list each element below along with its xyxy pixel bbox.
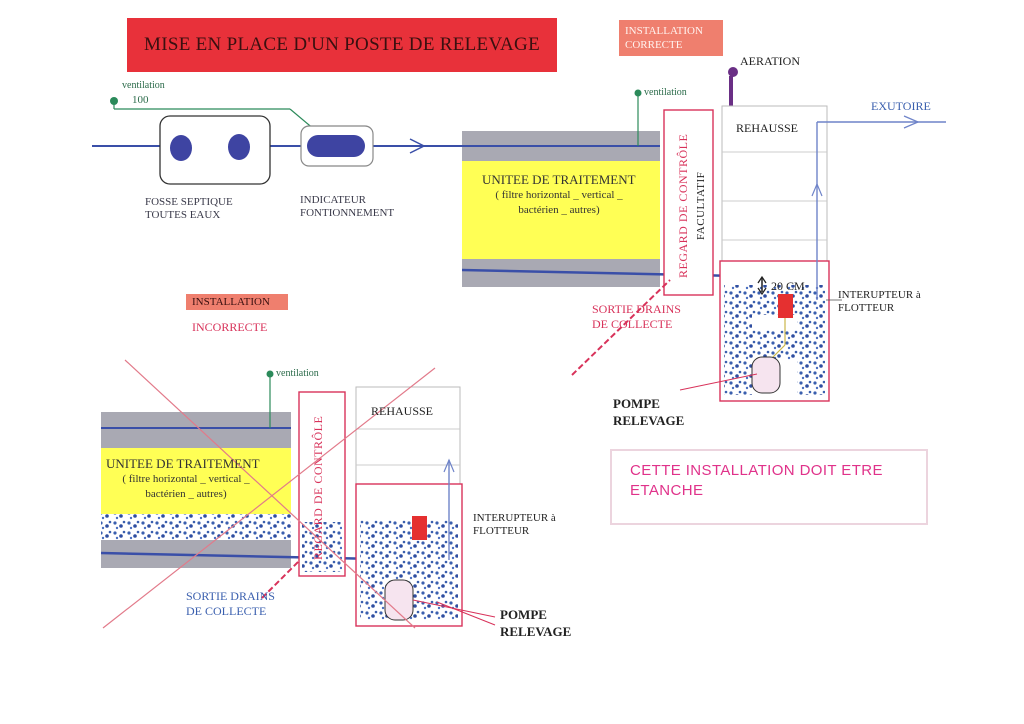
top-filtre-label: ( filtre horizontal _ vertical _ bactéri…	[474, 188, 644, 218]
top-filtre-line1: ( filtre horizontal _ vertical _	[495, 189, 623, 201]
tag-installation-incorrecte: INSTALLATION	[186, 294, 288, 310]
bottom-sortie-line1: SORTIE DRAINS	[186, 589, 275, 603]
bottom-interrupteur-line1: INTERUPTEUR à	[473, 512, 556, 524]
fosse-label: FOSSE SEPTIQUE TOUTES EAUX	[145, 196, 233, 222]
bottom-filtre-label: ( filtre horizontal _ vertical _ bactéri…	[101, 472, 271, 502]
top-pompe-line2: RELEVAGE	[613, 413, 685, 428]
incorrect-cross	[102, 359, 436, 629]
top-pompe-label: POMPE RELEVAGE	[613, 395, 684, 429]
tag-correct-line2: CORRECTE	[625, 39, 683, 51]
bottom-pump-chamber	[355, 458, 463, 627]
indicateur-fonctionnement	[300, 125, 374, 167]
bottom-filtre-line2: bactérien _ autres)	[145, 488, 227, 500]
tag-correct-line1: INSTALLATION	[625, 25, 703, 37]
ventilation-label-right: ventilation	[644, 87, 687, 98]
top-sortie-label: SORTIE DRAINS DE COLLECTE	[592, 302, 681, 332]
page-title: MISE EN PLACE D'UN POSTE DE RELEVAGE	[127, 18, 557, 72]
fosse-label-line2: TOUTES EAUX	[145, 209, 221, 221]
bottom-sortie-line2: DE COLLECTE	[186, 604, 267, 618]
bottom-ventilation-label: ventilation	[276, 368, 319, 379]
bottom-pompe-line1: POMPE	[500, 607, 547, 622]
top-unitee-label: UNITEE DE TRAITEMENT	[482, 172, 636, 187]
indicateur-label-line1: INDICATEUR	[300, 194, 366, 206]
top-regard-controle	[663, 109, 714, 296]
indicateur-label: INDICATEUR FONTIONNEMENT	[300, 194, 394, 220]
bottom-leader-lines	[261, 279, 671, 626]
indicateur-label-line2: FONTIONNEMENT	[300, 207, 395, 219]
fosse-label-line1: FOSSE SEPTIQUE	[145, 196, 233, 208]
bottom-pompe-label: POMPE RELEVAGE	[500, 606, 571, 640]
bottom-ventilation-line	[266, 370, 274, 428]
bottom-rehausse-label: REHAUSSE	[371, 404, 434, 418]
bottom-unitee-label: UNITEE DE TRAITEMENT	[106, 456, 260, 471]
bottom-filtre-line1: ( filtre horizontal _ vertical _	[122, 473, 250, 485]
top-pump-chamber	[719, 260, 830, 402]
bottom-treatment-unit	[100, 412, 379, 568]
top-interrupteur-line2: FLOTTEUR	[838, 302, 895, 314]
label-incorrecte: INCORRECTE	[192, 320, 268, 334]
top-interrupteur-line1: INTERUPTEUR à	[838, 289, 921, 301]
ventilation-line-right	[634, 89, 642, 146]
aeration-label: AERATION	[740, 54, 800, 68]
bottom-regard-label: REGARD DE CONTRÔLE	[311, 415, 325, 560]
facultatif-label: FACULTATIF	[695, 171, 707, 240]
bottom-rehausse	[355, 386, 461, 485]
notice-line2: ETANCHE	[630, 482, 704, 499]
top-pompe-line1: POMPE	[613, 396, 660, 411]
top-rehausse	[721, 105, 828, 262]
fosse-septique	[159, 115, 271, 185]
bottom-pompe-line2: RELEVAGE	[500, 624, 572, 639]
ventilation-label-left: ventilation	[122, 80, 165, 91]
top-rehausse-label: REHAUSSE	[736, 121, 799, 135]
top-filtre-line2: bactérien _ autres)	[518, 204, 600, 216]
exutoire-label: EXUTOIRE	[871, 99, 931, 113]
top-treatment-unit	[461, 131, 739, 287]
cm-label: 20 CM	[771, 279, 805, 293]
top-interrupteur-label: INTERUPTEUR à FLOTTEUR	[838, 289, 921, 315]
exutoire-pipe	[811, 115, 946, 300]
bottom-interrupteur-line2: FLOTTEUR	[473, 525, 530, 537]
bottom-interrupteur-label: INTERUPTEUR à FLOTTEUR	[473, 512, 556, 538]
top-regard-label: REGARD DE CONTRÔLE	[676, 133, 690, 278]
top-inlet-pipe	[92, 138, 462, 154]
top-leader-lines	[679, 299, 842, 391]
notice-line1: CETTE INSTALLATION DOIT ETRE	[630, 462, 883, 479]
bottom-sortie-label: SORTIE DRAINS DE COLLECTE	[186, 589, 275, 619]
top-sortie-line1: SORTIE DRAINS	[592, 302, 681, 316]
etanche-notice: CETTE INSTALLATION DOIT ETRE ETANCHE	[610, 449, 928, 525]
ventilation-value: 100	[132, 94, 149, 106]
bottom-regard-controle	[298, 391, 346, 577]
tag-installation-correcte: INSTALLATION CORRECTE	[619, 20, 723, 56]
top-sortie-line2: DE COLLECTE	[592, 317, 673, 331]
